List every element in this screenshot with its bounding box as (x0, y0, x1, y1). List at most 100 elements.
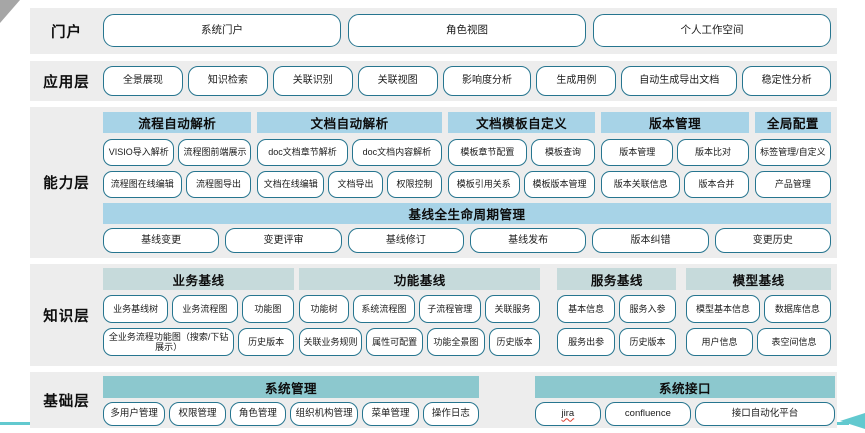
group-row: 关联业务规则属性可配置功能全景图历史版本 (299, 328, 541, 356)
diagram-box: 影响度分析 (442, 66, 532, 96)
layer-label-knowledge: 知识层 (43, 308, 90, 325)
diagram-box: 流程图前端展示 (178, 139, 252, 166)
diagram-box: 稳定性分析 (742, 66, 832, 96)
diagram-box: 关联业务规则 (299, 328, 362, 356)
diagram-box: 系统门户 (103, 14, 341, 47)
group-row: 基本信息服务入参 (557, 295, 677, 323)
diagram-box: 版本关联信息 (601, 171, 681, 198)
diagram-box: 用户信息 (686, 328, 753, 356)
diagram-box: 属性可配置 (365, 328, 424, 356)
group-header: 文档自动解析 (257, 112, 442, 133)
diagram-box: 服务入参 (618, 295, 677, 323)
diagram-box: 功能全景图 (427, 328, 485, 356)
diagram-box: 历史版本 (488, 328, 541, 356)
diagram-box: doc文档章节解析 (257, 139, 348, 166)
group-row: 功能树系统流程图子流程管理关联服务 (299, 295, 541, 323)
group-row: 产品管理 (754, 171, 832, 198)
group-row: 服务出参历史版本 (557, 328, 677, 356)
diagram-box: 模板引用关系 (447, 171, 520, 198)
group-row: VISIO导入解析流程图前端展示 (103, 139, 252, 166)
diagram-box: 变更历史 (714, 228, 831, 253)
group-header: 流程自动解析 (103, 112, 252, 133)
diagram-box: 版本管理 (601, 139, 674, 166)
diagram-box: 功能树 (299, 295, 349, 323)
diagram-box: 模板章节配置 (447, 139, 527, 166)
diagram-box: 文档导出 (328, 171, 384, 198)
layer-label-foundation: 基础层 (43, 393, 90, 410)
diagram-box: 历史版本 (238, 328, 295, 356)
diagram-box: 模板查询 (530, 139, 596, 166)
diagram-box: 业务基线树 (103, 295, 169, 323)
diagram-box: 全景展现 (103, 66, 183, 96)
left-arrowhead-icon (840, 413, 865, 429)
diagram-box: confluence (604, 402, 692, 426)
diagram-box: 基线修订 (347, 228, 464, 253)
diagram-box: 流程图导出 (185, 171, 252, 198)
baseline-items-row: 基线变更变更评审基线修订基线发布版本纠错变更历史 (103, 228, 831, 253)
group-header: 版本管理 (601, 112, 749, 133)
diagram-box: 基本信息 (557, 295, 615, 323)
corner-fold-icon (0, 0, 20, 23)
diagram-box: 版本纠错 (592, 228, 709, 253)
group-2: 功能基线功能树系统流程图子流程管理关联服务关联业务规则属性可配置功能全景图历史版… (299, 268, 541, 361)
diagram-box: 文档在线编辑 (257, 171, 325, 198)
diagram-box: 自动生成导出文档 (621, 66, 738, 96)
group-header: 模型基线 (686, 268, 831, 290)
group-row: 全业务流程功能图（搜索/下钻展示）历史版本 (103, 328, 295, 356)
group-row: 流程图在线编辑流程图导出 (103, 171, 252, 198)
diagram-box: 权限控制 (387, 171, 442, 198)
diagram-box: 版本合并 (684, 171, 749, 198)
diagram-box: 功能图 (241, 295, 295, 323)
diagram-box: 知识检索 (187, 66, 268, 96)
group-1: 系统管理多用户管理权限管理角色管理组织机构管理菜单管理操作日志 (103, 376, 479, 426)
diagram-box: 生成用例 (536, 66, 617, 96)
group-row: 版本关联信息版本合并 (601, 171, 749, 198)
diagram-box: doc文档内容解析 (351, 139, 442, 166)
diagram-box: 标签管理/自定义 (754, 139, 832, 166)
group-4: 模型基线模型基本信息数据库信息用户信息表空间信息 (686, 268, 831, 361)
knowledge-content: 业务基线业务基线树业务流程图功能图全业务流程功能图（搜索/下钻展示）历史版本功能… (103, 268, 831, 361)
application-items-row: 全景展现知识检索关联识别关联视图影响度分析生成用例自动生成导出文档稳定性分析 (103, 66, 832, 96)
layer-band-portal: 门户 系统门户角色视图个人工作空间 (30, 8, 837, 54)
diagram-box: jira (535, 402, 601, 426)
group-3: 服务基线基本信息服务入参服务出参历史版本 (557, 268, 677, 361)
diagram-box: 权限管理 (169, 402, 226, 426)
diagram-box: 表空间信息 (756, 328, 831, 356)
diagram-box: 变更评审 (225, 228, 342, 253)
diagram-box: 历史版本 (618, 328, 677, 356)
group-header: 文档模板自定义 (447, 112, 596, 133)
diagram-box: 基线发布 (469, 228, 587, 253)
group-1: 业务基线业务基线树业务流程图功能图全业务流程功能图（搜索/下钻展示）历史版本 (103, 268, 295, 361)
group-header: 服务基线 (557, 268, 677, 290)
layer-label-portal: 门户 (51, 24, 82, 41)
group-row: 版本管理版本比对 (601, 139, 749, 166)
diagram-box: 模板版本管理 (523, 171, 596, 198)
diagram-box: 系统流程图 (352, 295, 415, 323)
group-row: 文档在线编辑文档导出权限控制 (257, 171, 442, 198)
diagram-box: VISIO导入解析 (103, 139, 175, 166)
diagram-box: 版本比对 (677, 139, 749, 166)
diagram-box: 接口自动化平台 (695, 402, 835, 426)
layer-band-knowledge: 知识层 业务基线业务基线树业务流程图功能图全业务流程功能图（搜索/下钻展示）历史… (30, 264, 837, 366)
group-row: 模板章节配置模板查询 (447, 139, 596, 166)
layer-label-application: 应用层 (43, 74, 90, 91)
group-row: 模板引用关系模板版本管理 (447, 171, 596, 198)
diagram-box: 角色视图 (348, 14, 586, 47)
diagram-box: 关联服务 (484, 295, 541, 323)
group-4: 版本管理版本管理版本比对版本关联信息版本合并 (601, 112, 749, 203)
diagram-box: 服务出参 (557, 328, 615, 356)
group-5: 全局配置标签管理/自定义产品管理 (754, 112, 832, 203)
layer-label-capability: 能力层 (43, 176, 90, 192)
diagram-box: 个人工作空间 (593, 14, 831, 47)
diagram-box: 模型基本信息 (686, 295, 760, 323)
diagram-box: 菜单管理 (362, 402, 419, 426)
